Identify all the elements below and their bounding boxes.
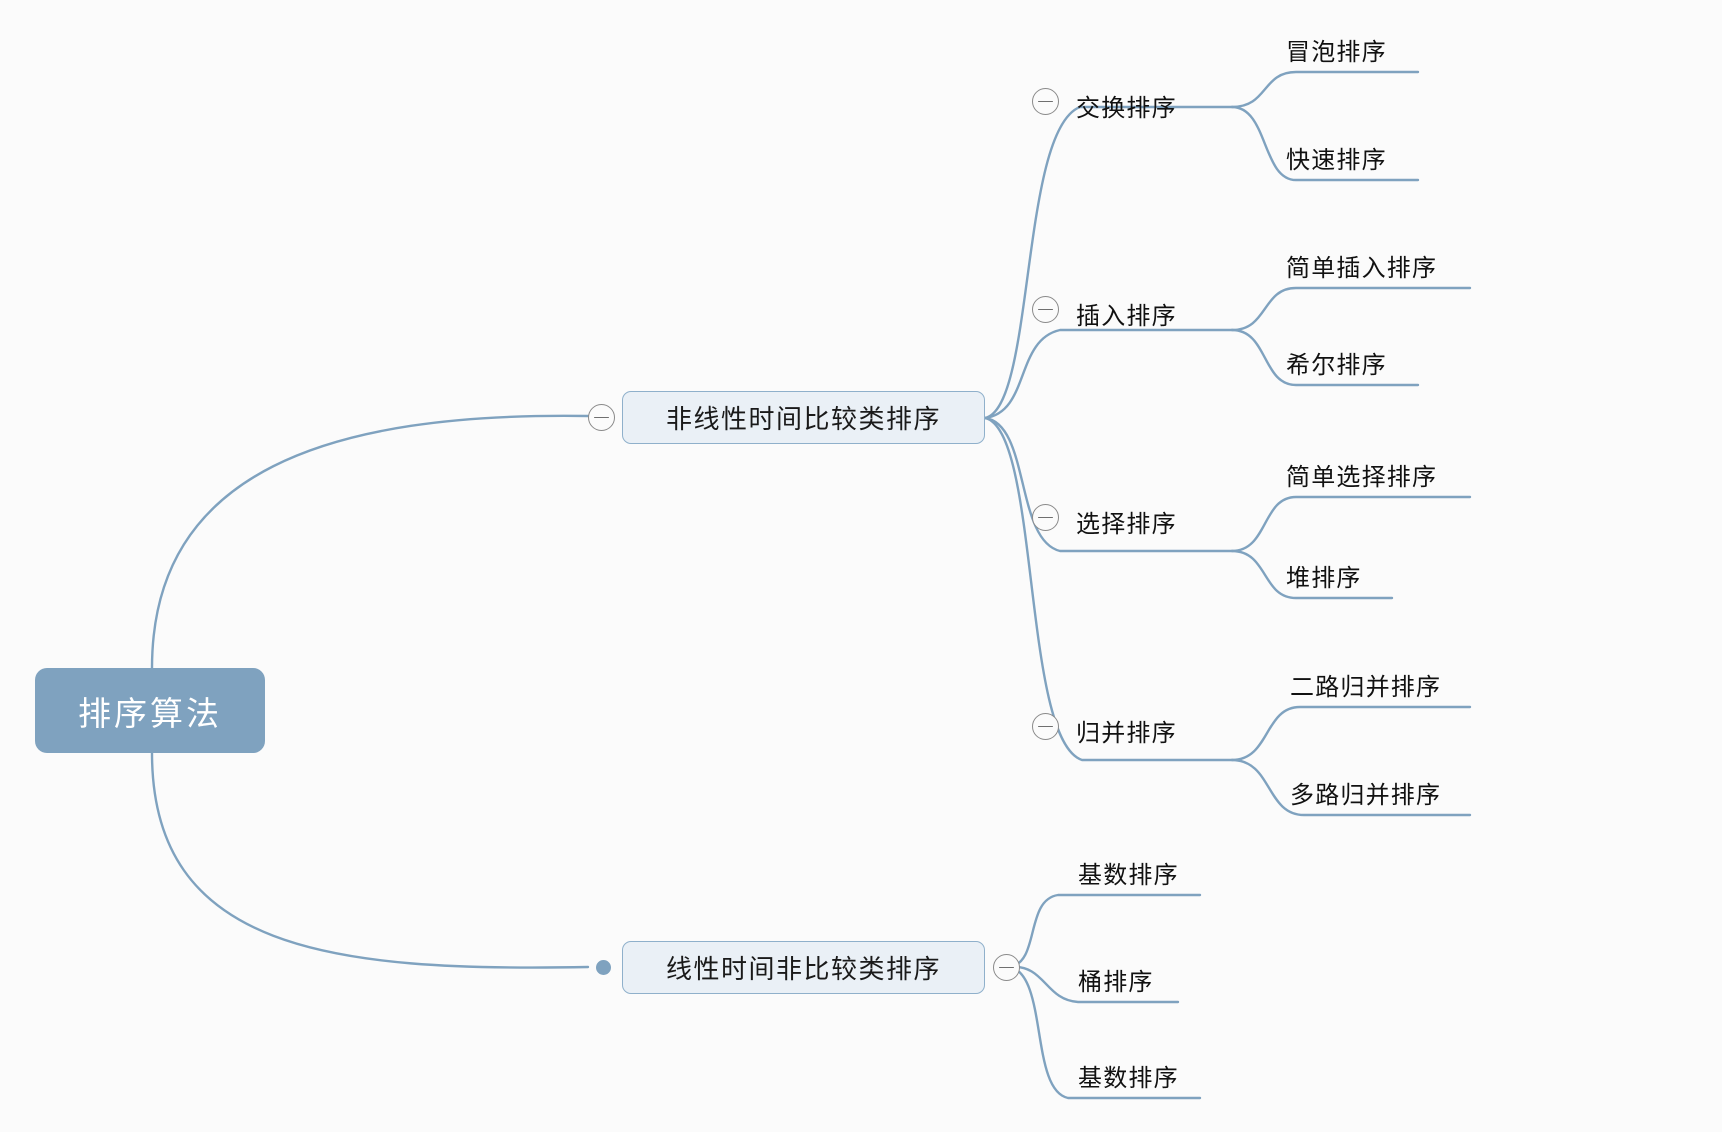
node-交换排序[interactable]: 交换排序	[1076, 95, 1177, 122]
leaf-桶排序[interactable]: 桶排序	[1078, 969, 1154, 996]
root-node-label: 排序算法	[78, 694, 222, 732]
connector-dot-branch-2	[596, 960, 611, 975]
edge-插入排序-to-简单插入排序	[1230, 286, 1472, 332]
edge-交换排序-to-冒泡排序	[1230, 70, 1420, 109]
leaf-希尔排序[interactable]: 希尔排序	[1286, 352, 1387, 379]
root-node[interactable]: 排序算法	[35, 668, 265, 753]
toggle-branch-2[interactable]	[993, 954, 1020, 981]
node-归并排序[interactable]: 归并排序	[1076, 720, 1177, 747]
toggle-插入排序[interactable]	[1032, 296, 1059, 323]
leaf-二路归并排序[interactable]: 二路归并排序	[1290, 674, 1442, 701]
toggle-branch-1[interactable]	[588, 404, 615, 431]
branch-node-1[interactable]: 非线性时间比较类排序	[622, 391, 985, 444]
edge-root-to-branch-1	[150, 414, 590, 670]
edge-branch1-to-归并排序	[983, 416, 1234, 762]
leaf-简单选择排序[interactable]: 简单选择排序	[1286, 464, 1438, 491]
leaf-基数排序-1[interactable]: 基数排序	[1078, 862, 1179, 889]
leaf-冒泡排序[interactable]: 冒泡排序	[1286, 39, 1387, 66]
branch-node-1-label: 非线性时间比较类排序	[665, 404, 941, 434]
edge-branch2-to-基数排序-1	[1008, 893, 1202, 969]
leaf-快速排序[interactable]: 快速排序	[1286, 147, 1387, 174]
edge-branch1-to-交换排序	[983, 105, 1234, 420]
leaf-堆排序[interactable]: 堆排序	[1286, 565, 1362, 592]
leaf-基数排序-2[interactable]: 基数排序	[1078, 1065, 1179, 1092]
edge-branch1-to-插入排序	[983, 328, 1234, 420]
toggle-归并排序[interactable]	[1032, 713, 1059, 740]
edge-选择排序-to-简单选择排序	[1230, 495, 1472, 553]
toggle-交换排序[interactable]	[1032, 88, 1059, 115]
edge-归并排序-to-二路归并排序	[1230, 705, 1472, 762]
branch-node-2-label: 线性时间非比较类排序	[665, 954, 941, 984]
leaf-多路归并排序[interactable]: 多路归并排序	[1290, 782, 1442, 809]
leaf-简单插入排序[interactable]: 简单插入排序	[1286, 255, 1438, 282]
branch-node-2[interactable]: 线性时间非比较类排序	[622, 941, 985, 994]
node-插入排序[interactable]: 插入排序	[1076, 303, 1177, 330]
toggle-选择排序[interactable]	[1032, 504, 1059, 531]
edge-root-to-branch-2	[150, 751, 590, 969]
node-选择排序[interactable]: 选择排序	[1076, 511, 1177, 538]
